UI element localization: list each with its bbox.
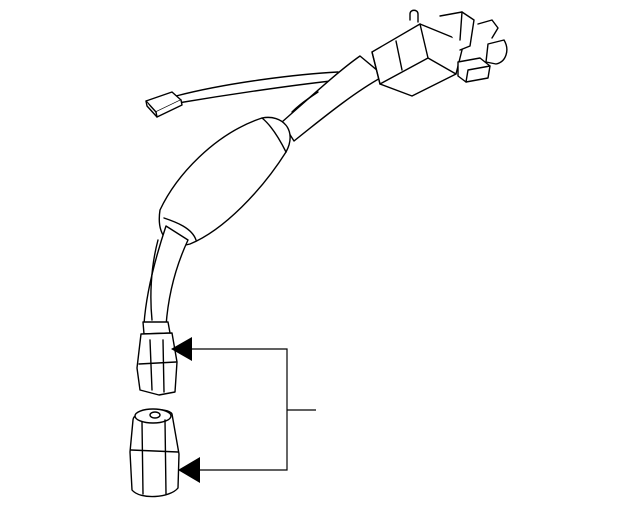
terminal-cable bbox=[143, 225, 189, 327]
lower-terminal bbox=[129, 408, 180, 498]
upper-terminal bbox=[136, 321, 178, 396]
callout-leader bbox=[192, 348, 316, 471]
callout-bracket bbox=[192, 348, 288, 471]
branch-connector bbox=[145, 91, 183, 118]
harness-trunk bbox=[281, 55, 385, 142]
callout-arrowhead-upper bbox=[171, 337, 192, 361]
callout-arrowhead-lower bbox=[178, 457, 200, 483]
branch-lead-wire bbox=[175, 71, 342, 104]
ignition-switch-body bbox=[371, 9, 508, 97]
harness-boot bbox=[158, 116, 291, 246]
